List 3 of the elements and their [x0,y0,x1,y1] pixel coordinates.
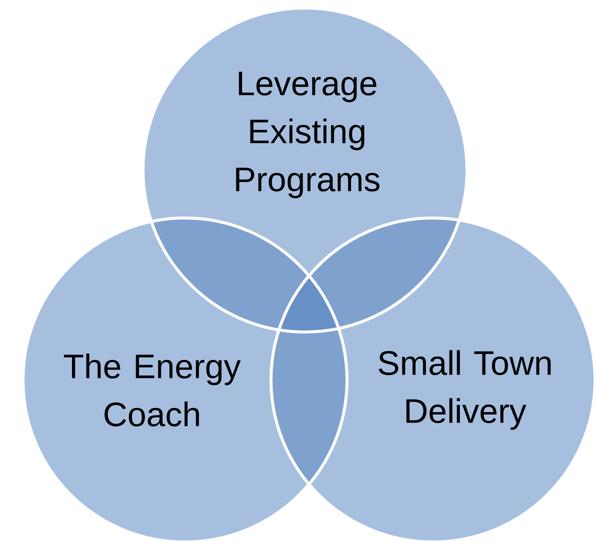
circle-label: Small Town Delivery [378,350,551,430]
circle-label: The Energy Coach [64,354,241,426]
circle-label: Leverage Existing Programs [236,72,380,198]
